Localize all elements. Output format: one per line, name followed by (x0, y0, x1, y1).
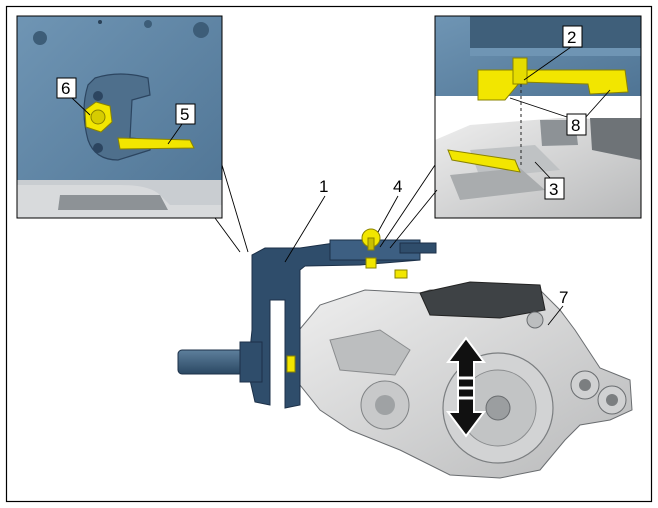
svg-text:3: 3 (549, 180, 558, 199)
callout-5: 5 (175, 103, 196, 125)
inset-right-leader-b (389, 189, 438, 249)
pin-2-highlight (512, 57, 528, 85)
callout-2: 2 (562, 25, 583, 48)
callout-8: 8 (566, 113, 587, 136)
transmission-top-module (419, 281, 546, 319)
svg-text:5: 5 (180, 105, 189, 124)
svg-text:1: 1 (319, 177, 328, 196)
callout-1: 1 (319, 177, 328, 196)
svg-text:2: 2 (567, 28, 576, 47)
inset-left-border (16, 15, 223, 219)
inset-right-border (434, 15, 642, 219)
svg-text:6: 6 (61, 79, 70, 98)
main-assembly (177, 228, 633, 479)
svg-text:8: 8 (571, 116, 580, 135)
callout-7: 7 (559, 288, 568, 307)
svg-text:7: 7 (559, 288, 568, 307)
inset-right-leader-a (379, 164, 436, 248)
svg-text:4: 4 (393, 177, 402, 196)
part-5-highlight (117, 137, 195, 150)
inset-left-detail (16, 15, 223, 219)
slot-3-highlight (447, 149, 521, 173)
double-arrow-vertical-icon (446, 336, 486, 438)
inset-right-detail (434, 15, 642, 219)
inset-left-leader-a (221, 164, 249, 253)
inset-left-leader-b (214, 217, 241, 253)
callout-6: 6 (56, 77, 77, 99)
callout-3: 3 (544, 177, 565, 200)
callout-4: 4 (393, 177, 402, 196)
